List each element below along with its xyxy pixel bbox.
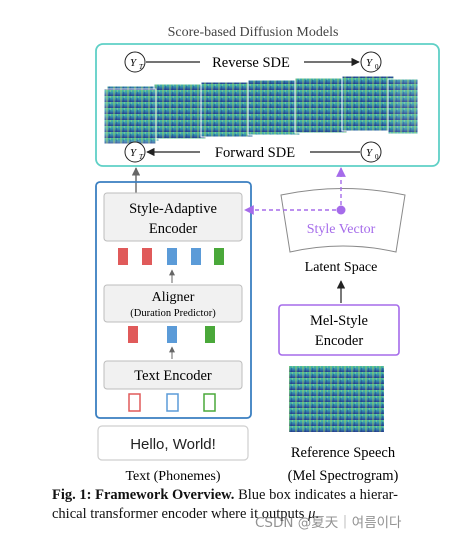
caption-line2-text: chical transformer encoder where it outp… [52,506,309,522]
style-vector-dot [336,205,346,215]
caption-line1-text: Blue box indicates a hierar- [234,487,399,503]
token-red-1 [118,248,128,265]
style-adaptive-encoder-line2: Encoder [149,221,197,237]
svg-text:Y: Y [366,57,374,69]
token-outline-blue [166,393,179,412]
svg-text:Y: Y [130,57,138,69]
svg-text:0: 0 [375,153,379,161]
mel-style-encoder-line2: Encoder [315,333,363,349]
forward-sde-label: Forward SDE [215,145,295,161]
svg-text:T: T [139,63,144,71]
figure-caption: Fig. 1: Framework Overview. Blue box ind… [52,486,464,524]
latent-space-label: Latent Space [305,260,378,275]
node-y-0-bottom: Y 0 [360,141,382,163]
svg-text:Y: Y [130,147,138,159]
svg-text:0: 0 [375,63,379,71]
style-vector-label: Style Vector [307,222,376,237]
input-text-box [97,425,249,461]
text-encoder-box [103,360,243,390]
token-blue-1 [167,248,177,265]
aligner-label: Aligner [152,290,195,305]
spectrogram-stack [103,75,419,145]
style-adaptive-encoder-line1: Style-Adaptive [129,201,217,217]
aligner-box [103,284,243,323]
reference-spectrogram [289,366,384,432]
token-red-2 [142,248,152,265]
caption-bold-title: Framework Overview. [95,487,235,503]
input-label: Text (Phonemes) [125,469,220,484]
caption-mu-symbol: μ [308,506,316,522]
node-y-t-bottom: Y T [124,141,146,163]
token-blue-2 [191,248,201,265]
caption-fig-label: Fig. 1 [52,487,87,503]
aligner-sub-label: (Duration Predictor) [130,308,216,319]
reverse-sde-label: Reverse SDE [212,55,290,71]
style-adaptive-encoder-box [103,192,243,242]
node-y-t-top: Y T [124,51,146,73]
latent-space-box [280,188,406,253]
token-outline-green [203,393,216,412]
mel-style-encoder-box [278,304,400,356]
caption-line-2: chical transformer encoder where it outp… [52,505,464,524]
node-y-0-top: Y 0 [360,51,382,73]
input-text: Hello, World! [130,436,216,453]
reference-label-line2: (Mel Spectrogram) [288,468,399,484]
token-red-3 [128,326,138,343]
watermark: CSDN @夏天｜여름이다 [255,515,402,531]
token-green-2 [205,326,215,343]
hierarchical-encoder-box [95,181,252,419]
token-outline-red [128,393,141,412]
token-green-1 [214,248,224,265]
token-blue-3 [167,326,177,343]
caption-line-1: Fig. 1: Framework Overview. Blue box ind… [52,487,399,503]
svg-text:Y: Y [366,147,374,159]
svg-text:T: T [139,153,144,161]
mel-style-encoder-line1: Mel-Style [310,313,368,329]
reference-label-line1: Reference Speech [291,445,396,461]
caption-line2-end: . [315,506,319,522]
diffusion-title: Score-based Diffusion Models [168,25,339,40]
text-encoder-label: Text Encoder [134,368,212,384]
